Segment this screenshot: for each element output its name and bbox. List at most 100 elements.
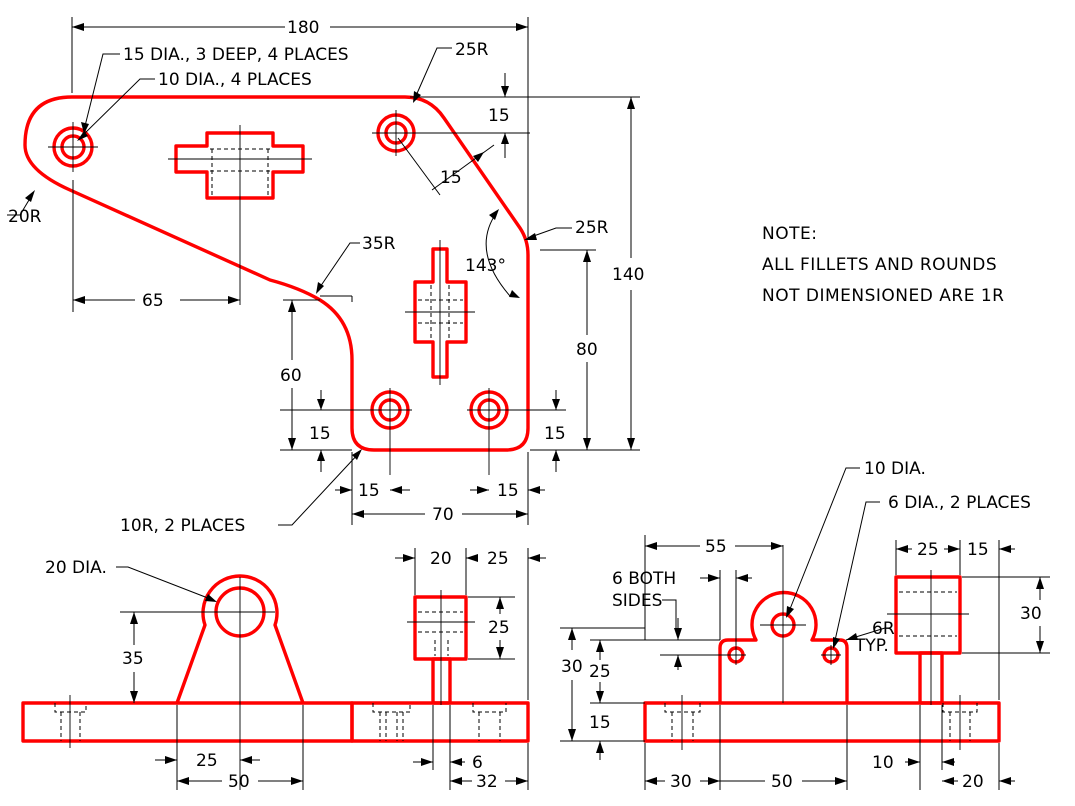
svg-text:15: 15 xyxy=(358,481,380,501)
vertical-boss xyxy=(413,247,468,379)
svg-text:15: 15 xyxy=(488,106,510,126)
svg-text:15: 15 xyxy=(309,424,331,444)
dim-15-bottom-h: 15 15 xyxy=(335,452,545,525)
dim-20-dia: 20 DIA. xyxy=(45,558,217,602)
svg-text:6 BOTH: 6 BOTH xyxy=(612,569,676,589)
svg-text:15: 15 xyxy=(544,424,566,444)
dim-6-dia: 6 DIA., 2 PLACES xyxy=(833,493,1031,649)
dim-60: 60 xyxy=(280,299,320,450)
svg-text:15: 15 xyxy=(440,168,462,188)
svg-text:80: 80 xyxy=(576,340,598,360)
dim-25r-top: 25R xyxy=(413,40,489,103)
dim-35: 35 xyxy=(120,611,205,703)
front-base-right xyxy=(350,701,530,743)
svg-text:10 DIA.: 10 DIA. xyxy=(864,459,926,479)
dim-15-left-v: 15 xyxy=(280,390,368,472)
svg-text:30: 30 xyxy=(1020,604,1042,624)
dim-25r-right: 25R xyxy=(524,218,609,240)
svg-text:6 DIA., 2 PLACES: 6 DIA., 2 PLACES xyxy=(888,493,1031,513)
svg-text:6R: 6R xyxy=(872,619,895,639)
svg-text:32: 32 xyxy=(476,772,498,792)
dim-35r: 35R xyxy=(316,234,396,302)
dim-right-side-bottom: 10 20 xyxy=(872,705,1015,792)
side-boss xyxy=(413,595,468,661)
dim-15-diagonal: 15 xyxy=(397,137,495,196)
horizontal-boss xyxy=(174,131,305,200)
side-view: 20 25 25 6 32 xyxy=(395,548,546,792)
svg-text:25: 25 xyxy=(488,618,510,638)
svg-text:50: 50 xyxy=(771,772,793,792)
dim-65: 65 xyxy=(72,180,240,312)
dim-180-label: 180 xyxy=(287,18,319,38)
dim-55: 55 xyxy=(644,535,783,640)
dim-6-both-sides: 6 BOTH SIDES xyxy=(612,569,752,645)
dim-side-right-25: 25 xyxy=(468,596,515,660)
svg-text:140: 140 xyxy=(612,265,644,285)
dim-side-bottom: 6 32 xyxy=(413,705,529,792)
dim-180: 180 xyxy=(71,17,529,240)
dim-6r: 6R TYP. xyxy=(845,619,895,656)
svg-text:50: 50 xyxy=(228,772,250,792)
drawing-note: NOTE: ALL FILLETS AND ROUNDS NOT DIMENSI… xyxy=(762,224,1004,306)
right-side-boss xyxy=(894,575,962,655)
svg-text:20R: 20R xyxy=(8,207,42,227)
note-line-1: ALL FILLETS AND ROUNDS xyxy=(762,255,997,275)
dim-20r: 20R xyxy=(7,190,42,227)
svg-text:SIDES: SIDES xyxy=(612,591,662,611)
dim-front-25: 25 xyxy=(155,705,260,790)
right-upright xyxy=(718,590,849,705)
dim-15-top: 15 xyxy=(410,73,640,158)
right-base xyxy=(643,701,1001,743)
dim-10r: 10R, 2 PLACES xyxy=(120,449,362,536)
svg-text:10R, 2 PLACES: 10R, 2 PLACES xyxy=(120,516,245,536)
dim-right-bottom: 30 50 xyxy=(644,705,848,792)
svg-text:25R: 25R xyxy=(455,40,489,60)
svg-text:35: 35 xyxy=(122,649,144,669)
top-view: 180 15 DIA., 3 DEEP, 4 PLACES 10 DIA., 4… xyxy=(7,17,644,536)
svg-text:65: 65 xyxy=(142,291,164,311)
top-view-outline xyxy=(23,95,530,452)
svg-text:TYP.: TYP. xyxy=(854,636,889,656)
dim-front-50: 50 xyxy=(177,705,304,792)
dim-15-right-v: 15 xyxy=(511,390,566,472)
hole-spec-thru: 10 DIA., 4 PLACES xyxy=(158,70,312,90)
svg-text:25R: 25R xyxy=(575,218,609,238)
svg-text:25: 25 xyxy=(487,549,509,569)
side-web xyxy=(431,657,452,705)
svg-text:15: 15 xyxy=(967,540,989,560)
dim-70: 70 xyxy=(352,505,528,525)
svg-text:6: 6 xyxy=(472,753,483,773)
dim-side-top: 20 25 xyxy=(395,548,546,700)
note-line-2: NOT DIMENSIONED ARE 1R xyxy=(762,286,1004,306)
front-upright xyxy=(175,574,305,705)
svg-text:25: 25 xyxy=(196,751,218,771)
front-view: 20 DIA. 35 25 50 xyxy=(21,558,530,792)
dim-angle: 143° xyxy=(465,209,520,298)
svg-text:10: 10 xyxy=(872,753,894,773)
svg-text:30: 30 xyxy=(670,772,692,792)
svg-text:30: 30 xyxy=(561,657,583,677)
svg-text:20 DIA.: 20 DIA. xyxy=(45,558,107,578)
note-title: NOTE: xyxy=(762,224,817,244)
hole-spec-cbore: 15 DIA., 3 DEEP, 4 PLACES xyxy=(123,45,349,65)
dim-140: 140 xyxy=(530,97,644,451)
svg-text:35R: 35R xyxy=(362,234,396,254)
svg-text:60: 60 xyxy=(280,366,302,386)
svg-text:70: 70 xyxy=(432,505,454,525)
dim-right-vertical: 30 25 15 xyxy=(560,618,728,760)
svg-text:20: 20 xyxy=(962,772,984,792)
dim-10-dia: 10 DIA. xyxy=(786,459,926,618)
dim-right-side-top: 25 15 xyxy=(895,540,1015,700)
hole-leaders: 15 DIA., 3 DEEP, 4 PLACES 10 DIA., 4 PLA… xyxy=(77,45,349,141)
svg-text:55: 55 xyxy=(705,537,727,557)
svg-text:20: 20 xyxy=(430,549,452,569)
svg-text:25: 25 xyxy=(917,540,939,560)
dim-right-side-30: 30 xyxy=(962,576,1050,654)
svg-text:15: 15 xyxy=(589,713,611,733)
right-front-view: 10 DIA. 6 DIA., 2 PLACES 55 6 BOTH SIDES xyxy=(560,459,1050,792)
svg-text:143°: 143° xyxy=(465,256,506,276)
dim-80: 80 xyxy=(540,249,598,450)
svg-text:25: 25 xyxy=(589,662,611,682)
